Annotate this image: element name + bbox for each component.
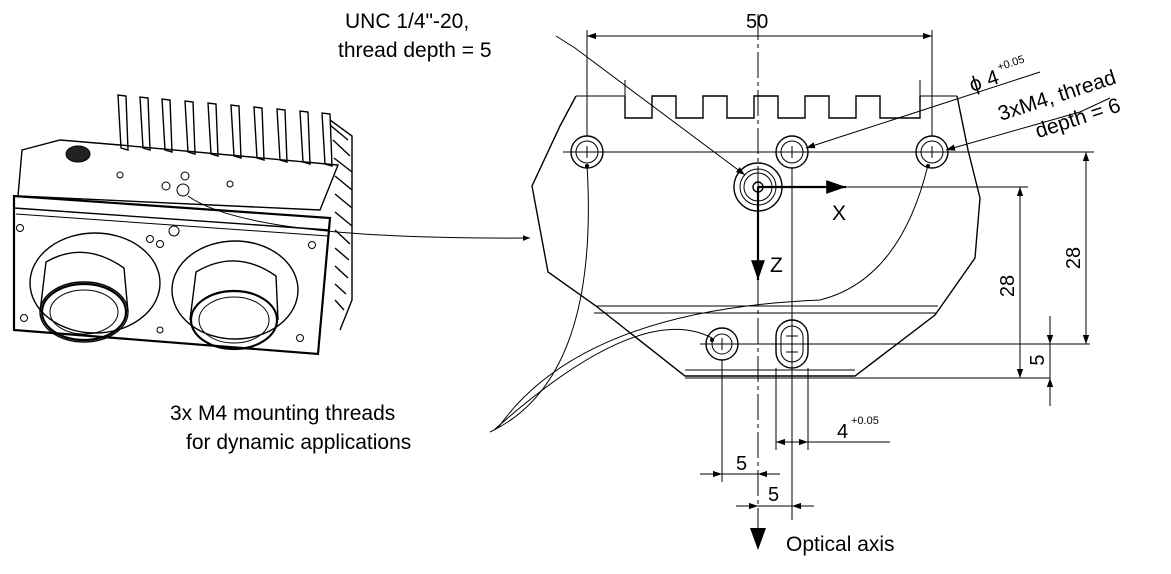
dim-offset-5-left: 5 (736, 453, 747, 475)
mount-outline (531, 95, 981, 377)
dim-slot-width: 4 (837, 421, 848, 443)
svg-text:ϕ: ϕ (966, 71, 984, 97)
m4-leader (945, 97, 1111, 151)
optical-axis-arrowhead (750, 528, 766, 550)
heatsink-fins (117, 94, 353, 331)
camera-front-face (12, 194, 332, 356)
dim-width-50: 50 (746, 11, 768, 33)
mounting-leaders (489, 164, 929, 433)
right-lens (171, 240, 299, 351)
axis-z-label: Z (770, 254, 783, 277)
diameter-callout: ϕ 4 +0.05 (966, 54, 1026, 97)
connector-knob (65, 145, 91, 163)
top-mount-holes (570, 135, 949, 169)
top-holes (116, 171, 234, 197)
mounting-label-line1: 3x M4 mounting threads (170, 402, 395, 425)
mount-front-view: X Z 50 28 28 5 4 +0.05 5 5 (489, 11, 1111, 550)
fin-profile (624, 95, 921, 119)
camera-isometric-view (12, 94, 531, 356)
camera-to-drawing-leader (187, 195, 531, 241)
left-lens (29, 232, 161, 343)
dim-slot-tolerance: +0.05 (851, 415, 879, 427)
unc-leader (555, 35, 746, 176)
mounting-label-line2: for dynamic applications (186, 431, 411, 454)
diameter-leader (805, 71, 1041, 149)
dim-offset-5-right-bottom: 5 (768, 484, 779, 506)
dim-height-28-outer: 28 (1063, 247, 1085, 269)
axis-x-label: X (832, 202, 846, 225)
dim-height-28-inner: 28 (997, 275, 1019, 297)
front-screws (16, 224, 316, 342)
unc-label-line1: UNC 1/4"-20, (345, 10, 469, 33)
dim-offset-5-right: 5 (1027, 354, 1049, 365)
unc-label-line2: thread depth = 5 (338, 39, 492, 62)
svg-text:+0.05: +0.05 (996, 54, 1026, 74)
m4-callout: 3xM4, thread depth = 6 (995, 66, 1123, 143)
optical-axis-label: Optical axis (786, 533, 895, 556)
